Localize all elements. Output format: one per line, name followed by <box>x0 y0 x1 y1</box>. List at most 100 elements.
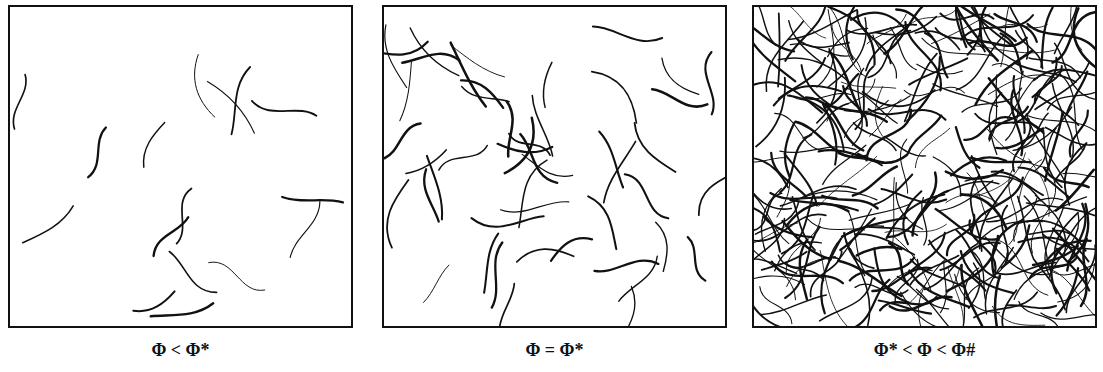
fiber <box>424 265 449 302</box>
fiber <box>936 209 999 240</box>
fiber <box>133 291 174 311</box>
fiber <box>907 261 943 305</box>
fiber <box>797 38 850 47</box>
fiber <box>1041 313 1095 319</box>
fiber <box>974 292 1037 317</box>
fiber <box>897 276 948 309</box>
fiber <box>1032 58 1056 97</box>
fiber <box>499 284 514 326</box>
fiber <box>451 45 505 77</box>
fiber <box>785 258 839 268</box>
fiber <box>1013 119 1031 172</box>
fiber <box>209 262 265 290</box>
fiber <box>1067 72 1088 115</box>
panel-border <box>383 6 726 327</box>
fiber <box>385 25 407 88</box>
fiber <box>785 7 826 61</box>
fiber-panel: Φ < Φ* <box>8 5 353 367</box>
fiber <box>23 206 73 243</box>
fiber <box>817 10 834 88</box>
fiber <box>754 282 790 326</box>
fiber <box>885 224 946 232</box>
fiber <box>903 191 921 244</box>
fiber <box>1055 7 1078 54</box>
fiber <box>754 214 826 241</box>
fiber <box>780 135 811 193</box>
fiber <box>1029 159 1050 216</box>
fiber <box>910 256 959 285</box>
fiber <box>844 88 898 123</box>
fiber <box>987 198 1063 222</box>
fiber <box>543 62 551 107</box>
fiber <box>1002 206 1008 262</box>
fiber <box>169 252 216 293</box>
fiber <box>1019 302 1059 326</box>
fiber <box>754 18 794 51</box>
fiber <box>995 276 1002 326</box>
fiber <box>402 54 459 63</box>
fiber <box>971 158 1030 163</box>
fiber <box>800 240 807 300</box>
fiber <box>879 301 931 314</box>
fiber <box>1043 234 1095 252</box>
fiber-illustration <box>382 5 727 328</box>
fiber <box>925 33 948 77</box>
fiber <box>911 259 965 287</box>
fiber <box>781 186 857 206</box>
fiber <box>88 128 106 178</box>
fiber <box>652 89 707 106</box>
fiber <box>424 169 439 221</box>
fiber <box>635 123 676 172</box>
fiber-panel: Φ = Φ* <box>382 5 727 367</box>
fiber <box>492 243 503 308</box>
fiber <box>900 139 907 193</box>
fiber <box>956 36 1003 90</box>
fiber <box>625 174 669 218</box>
fiber <box>969 220 995 271</box>
fiber <box>975 46 1054 53</box>
fiber-panel: Φ* < Φ < Φ# <box>752 5 1097 367</box>
fiber <box>989 107 1028 139</box>
fiber <box>1081 239 1087 306</box>
fiber <box>777 7 826 38</box>
fiber <box>946 194 1000 205</box>
fiber <box>592 72 637 123</box>
fiber <box>908 116 941 154</box>
fiber <box>754 194 789 243</box>
fiber <box>964 117 1011 140</box>
fiber <box>841 82 896 88</box>
fiber <box>868 31 910 78</box>
fiber <box>1027 203 1095 217</box>
fiber <box>827 79 875 121</box>
fiber <box>1016 31 1043 69</box>
fiber <box>1006 71 1024 140</box>
fiber-illustration <box>752 5 1097 328</box>
fiber <box>604 141 636 202</box>
fiber <box>1026 115 1095 131</box>
fiber <box>177 189 192 244</box>
fiber <box>599 132 623 188</box>
fiber <box>594 261 658 272</box>
fiber <box>384 124 420 159</box>
fiber <box>946 170 1003 179</box>
fiber <box>387 180 408 248</box>
fiber <box>195 55 215 118</box>
fiber <box>1009 168 1018 245</box>
fiber <box>760 287 792 324</box>
fiber <box>754 42 795 82</box>
fiber <box>811 251 842 297</box>
fiber <box>472 216 544 227</box>
fiber <box>461 80 503 108</box>
fiber <box>853 123 896 151</box>
fiber <box>838 261 901 296</box>
fiber <box>1051 245 1064 293</box>
fiber <box>915 128 949 167</box>
fiber <box>893 178 895 244</box>
panel-caption: Φ = Φ* <box>382 340 727 361</box>
fiber <box>1066 245 1095 312</box>
fiber <box>1065 143 1087 205</box>
fiber <box>290 201 320 257</box>
fiber <box>904 87 964 95</box>
fiber <box>754 276 805 285</box>
fiber <box>790 44 848 56</box>
